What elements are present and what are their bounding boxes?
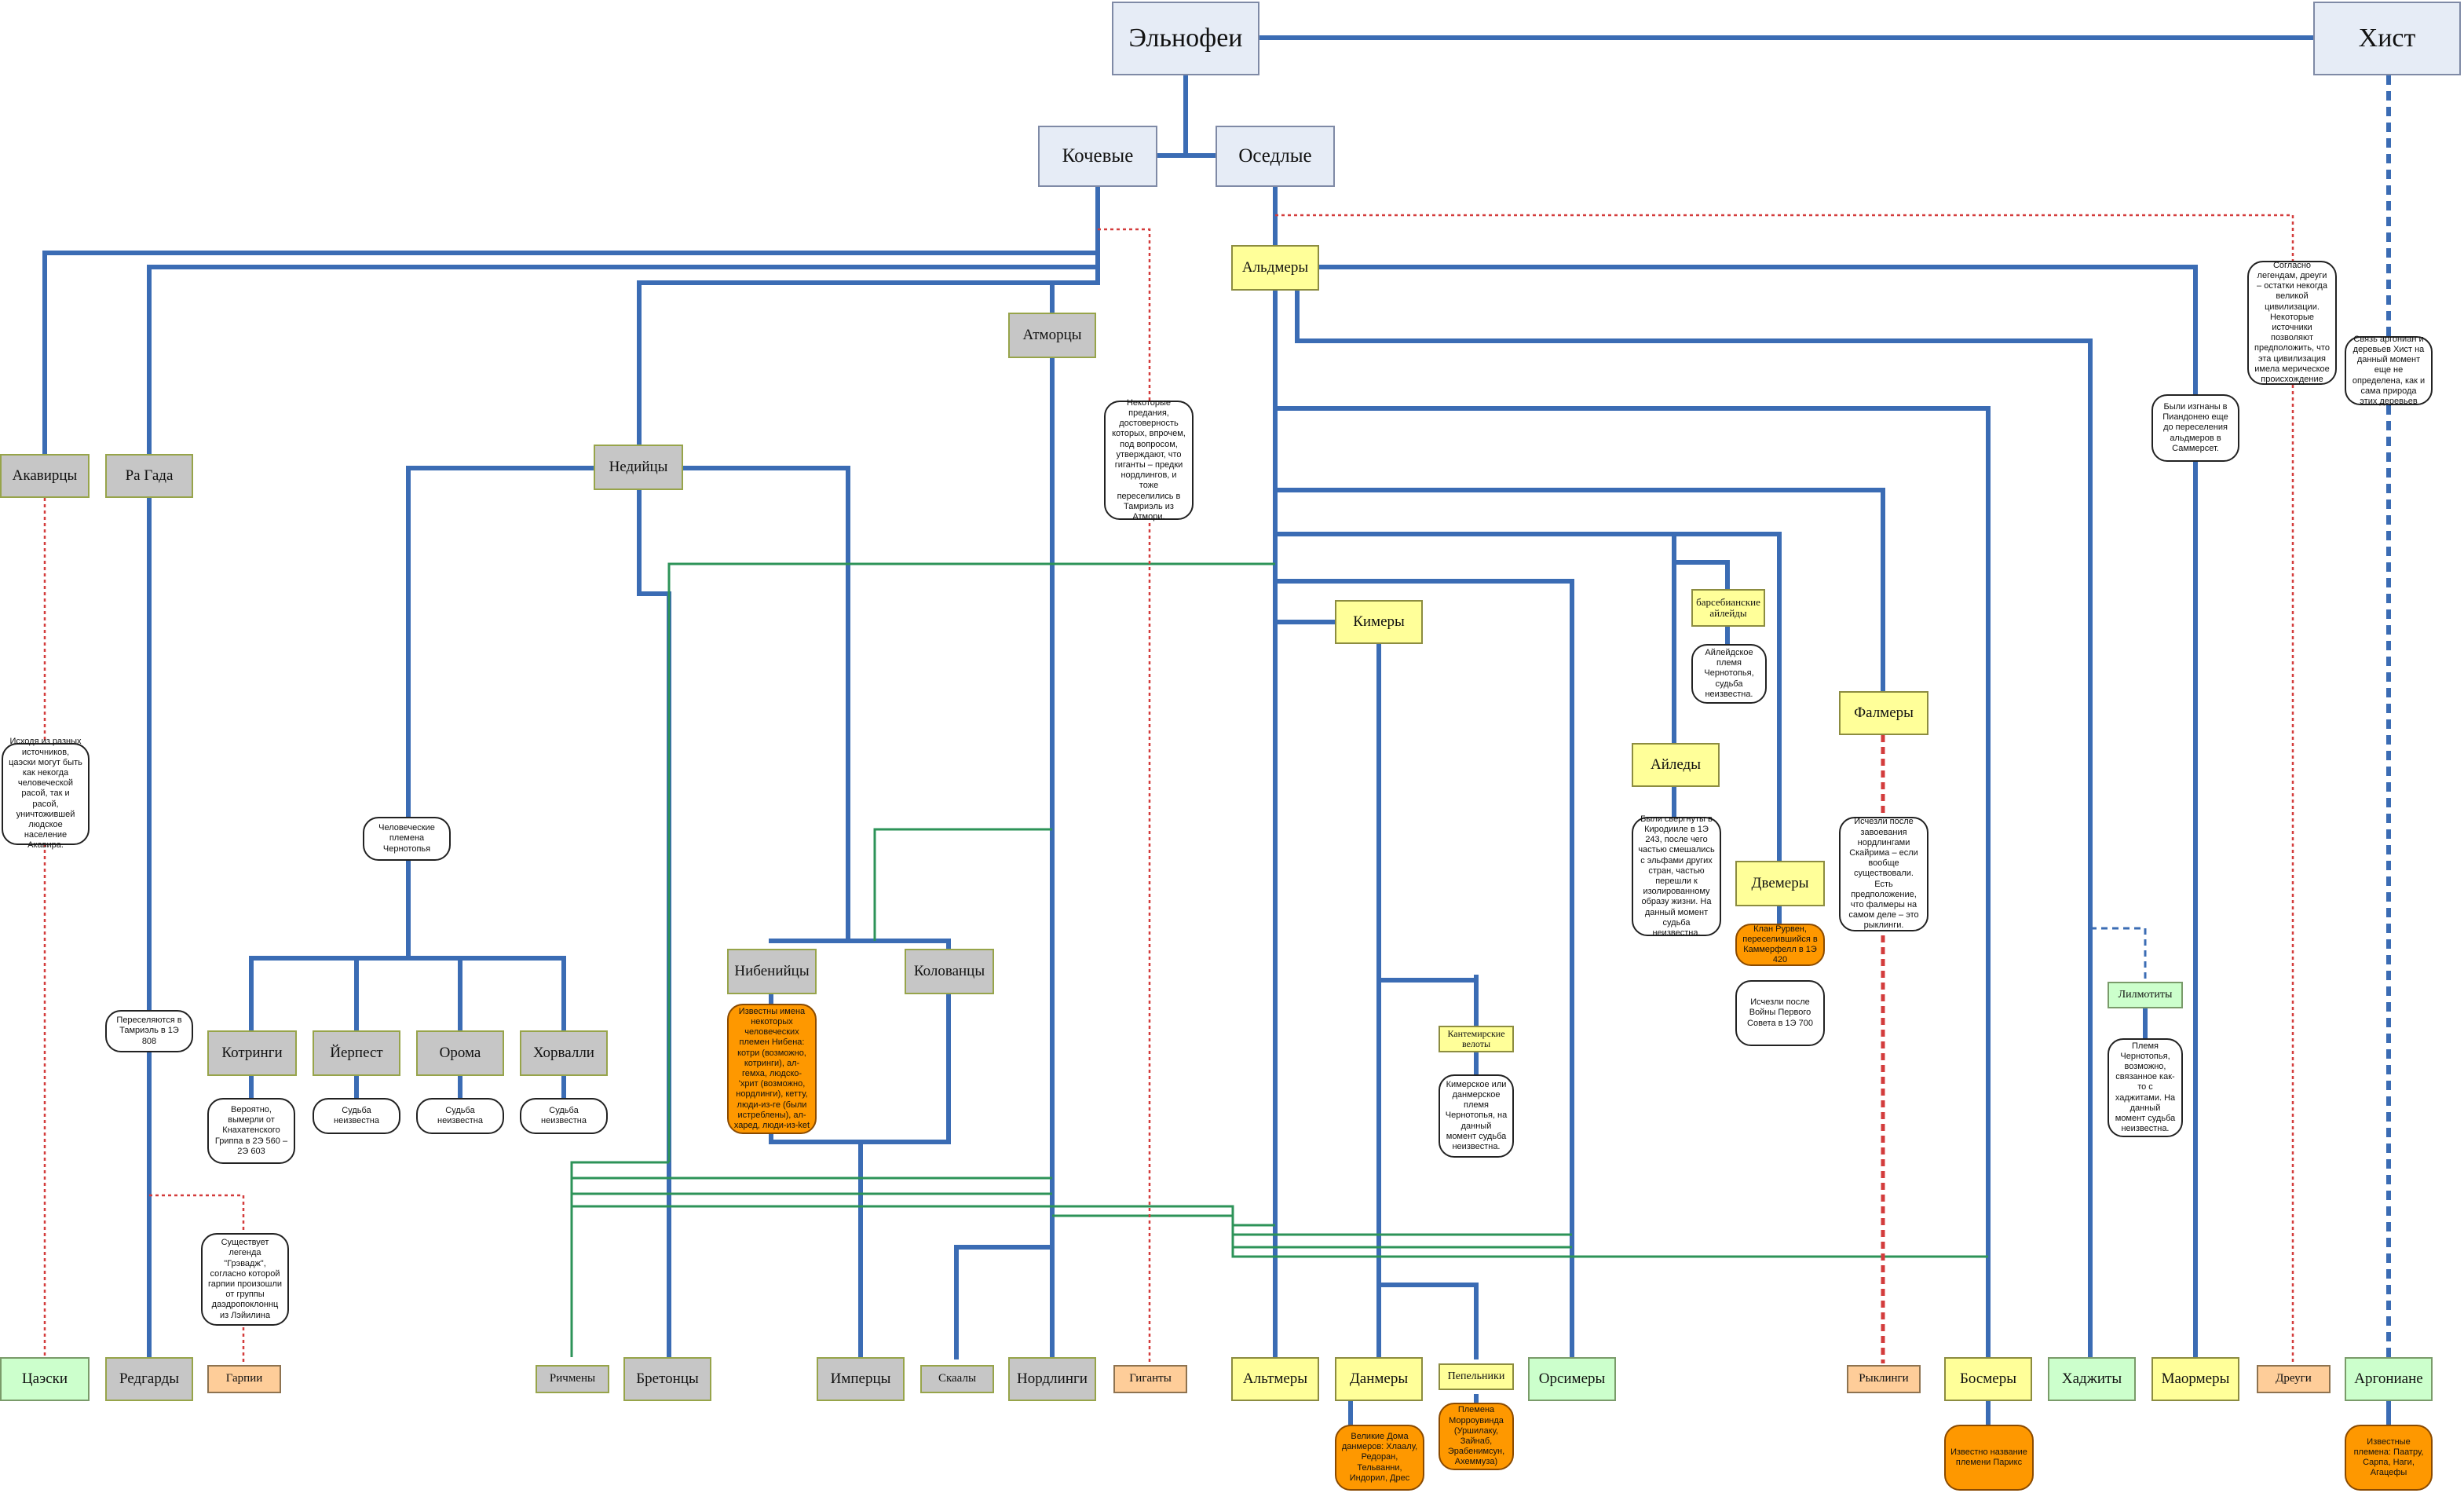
node-ayledy[interactable]: Айледы <box>1632 743 1720 787</box>
note-horvalli: Судьба неизвестна <box>520 1098 608 1134</box>
main-lineage-lines <box>42 35 2391 1427</box>
node-ra-gada[interactable]: Ра Гада <box>105 454 193 498</box>
note-lilmotity: Племя Чернотопья, возможно, связанное ка… <box>2108 1038 2183 1137</box>
node-osedlye[interactable]: Оседлые <box>1216 126 1335 187</box>
node-falmery[interactable]: Фалмеры <box>1839 691 1928 735</box>
node-kolovianzy[interactable]: Колованцы <box>905 949 994 994</box>
node-impercy[interactable]: Имперцы <box>817 1357 905 1401</box>
node-horvalli[interactable]: Хорвалли <box>520 1030 608 1076</box>
note-kantemir: Кимерское или данмерское племя Чернотопь… <box>1439 1074 1514 1158</box>
note-ra-gada: Переселяются в Тамриэль в 1Э 808 <box>105 1010 193 1052</box>
node-orsimery[interactable]: Орсимеры <box>1528 1357 1616 1401</box>
node-kotringi[interactable]: Котринги <box>207 1030 297 1076</box>
note-dvemery: Исчезли после Войны Первого Совета в 1Э … <box>1735 980 1825 1046</box>
node-argonians[interactable]: Аргониане <box>2345 1357 2433 1401</box>
node-pepelniki[interactable]: Пепельники <box>1439 1363 1514 1390</box>
node-skaaly[interactable]: Скаалы <box>920 1365 994 1393</box>
node-lilmotity[interactable]: Лилмотиты <box>2108 982 2183 1008</box>
note-hist: Связь аргониан и деревьев Хист на данный… <box>2345 335 2433 406</box>
note-akavir: Исходя из разных источников, цаэски могу… <box>2 737 90 850</box>
node-ryklingi[interactable]: Рыклинги <box>1847 1365 1921 1393</box>
node-hist[interactable]: Хист <box>2313 2 2461 75</box>
human-mix-lines <box>570 562 1988 1357</box>
node-bosmery[interactable]: Босмеры <box>1944 1357 2032 1401</box>
node-maormery[interactable]: Маормеры <box>2151 1357 2239 1401</box>
note-nibenyicy: Известны имена некоторых человеческих пл… <box>727 1004 817 1134</box>
node-tsaeski[interactable]: Цаэски <box>0 1357 90 1401</box>
node-richmeny[interactable]: Ричмены <box>536 1365 609 1393</box>
node-danmery[interactable]: Данмеры <box>1335 1357 1423 1401</box>
node-redgardy[interactable]: Редгарды <box>105 1357 193 1401</box>
note-danmery: Великие Дома данмеров: Хлаалу, Редоран, … <box>1335 1425 1424 1491</box>
note-klan-rurven: Клан Рурвен, переселившийся в Каммерфелл… <box>1735 924 1825 966</box>
note-giganty: Некоторые предания, достоверность которы… <box>1104 398 1194 521</box>
node-oroma[interactable]: Орома <box>416 1030 504 1076</box>
note-bosmery: Известно название племени Парикс <box>1944 1425 2034 1491</box>
note-maormery: Были изгнаны в Пиандонею еще до переселе… <box>2151 394 2239 462</box>
node-atmorcy[interactable]: Атморцы <box>1008 313 1096 358</box>
node-dvemery[interactable]: Двемеры <box>1735 861 1825 906</box>
node-dreugi[interactable]: Дреуги <box>2257 1365 2331 1393</box>
node-giganty[interactable]: Гиганты <box>1113 1365 1187 1393</box>
note-kotringi: Вероятно, вымерли от Кнахатенского Грипп… <box>207 1098 295 1164</box>
node-garpii[interactable]: Гарпии <box>207 1365 281 1393</box>
node-kochevye[interactable]: Кочевые <box>1038 126 1157 187</box>
node-nibenyicy[interactable]: Нибенийцы <box>727 949 817 994</box>
note-jerpest: Судьба неизвестна <box>313 1098 400 1134</box>
note-ayledy: Были свергнуты в Киродииле в 1Э 243, пос… <box>1632 814 1721 938</box>
lilmotity-dashed-link <box>2090 927 2147 982</box>
node-nediicy[interactable]: Недийцы <box>594 445 683 490</box>
node-barsebian-ayleids[interactable]: барсебианские айлейды <box>1691 589 1765 627</box>
node-elnofei[interactable]: Эльнофеи <box>1112 2 1259 75</box>
note-garpii: Существует легенда "Грэвадж", согласно к… <box>201 1233 289 1326</box>
node-kimery[interactable]: Кимеры <box>1335 600 1423 644</box>
uncertain-lines <box>43 214 2294 1363</box>
node-jerpest[interactable]: Йерпест <box>313 1030 400 1076</box>
note-falmery: Исчезли после завоевания нордлингами Ска… <box>1839 817 1928 931</box>
node-nordlingi[interactable]: Нордлинги <box>1008 1357 1096 1401</box>
note-chernotopye: Человеческие племена Чернотопья <box>363 817 451 861</box>
node-hadzhity[interactable]: Хаджиты <box>2048 1357 2136 1401</box>
node-kantemir-velothi[interactable]: Кантемирские велоты <box>1439 1026 1514 1052</box>
note-oroma: Судьба неизвестна <box>416 1098 504 1134</box>
node-akavircy[interactable]: Акавирцы <box>0 454 90 498</box>
note-ayleid-marsh: Айлейдское племя Чернотопья, судьба неиз… <box>1691 644 1767 704</box>
node-bretonzy[interactable]: Бретонцы <box>623 1357 711 1401</box>
note-dreugi: Согласно легендам, дреуги – остатки неко… <box>2247 261 2337 385</box>
node-aldmery[interactable]: Альдмеры <box>1231 245 1319 291</box>
note-argonians: Известные племена: Паатру, Сарпа, Наги, … <box>2345 1425 2433 1491</box>
node-altmery[interactable]: Альтмеры <box>1231 1357 1319 1401</box>
note-pepelniki: Племена Морроувинда (Уршилаку, Зайнаб, Э… <box>1439 1403 1514 1470</box>
